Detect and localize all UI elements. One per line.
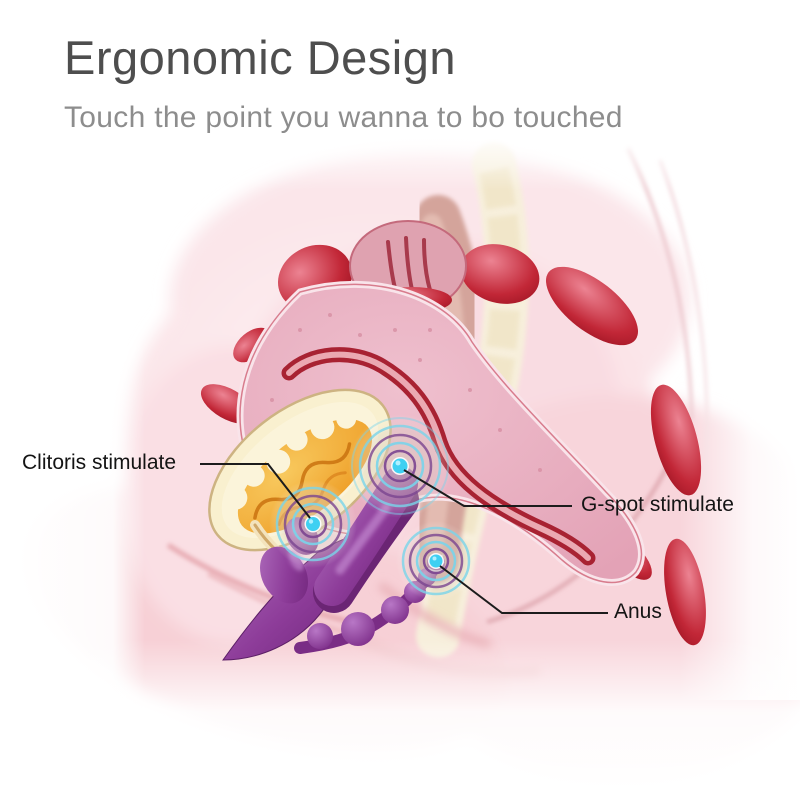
vibration-point-anus-icon bbox=[396, 521, 476, 601]
page-title: Ergonomic Design bbox=[64, 31, 457, 84]
vibration-point-gspot-icon bbox=[348, 414, 452, 518]
edge-fades bbox=[0, 120, 800, 800]
header: Ergonomic Design Touch the point you wan… bbox=[64, 30, 623, 135]
leader-line-gspot bbox=[403, 469, 572, 507]
page-subtitle: Touch the point you wanna to bo touched bbox=[64, 101, 623, 134]
leader-line-clitoris bbox=[200, 463, 311, 519]
callout-label-clitoris: Clitoris stimulate bbox=[22, 451, 177, 474]
callout-label-anus: Anus bbox=[614, 600, 662, 623]
leader-line-anus bbox=[439, 565, 608, 614]
vibration-point-clitoris-icon bbox=[269, 480, 357, 568]
leader-lines bbox=[200, 463, 608, 614]
callout-label-gspot: G-spot stimulate bbox=[581, 493, 734, 516]
